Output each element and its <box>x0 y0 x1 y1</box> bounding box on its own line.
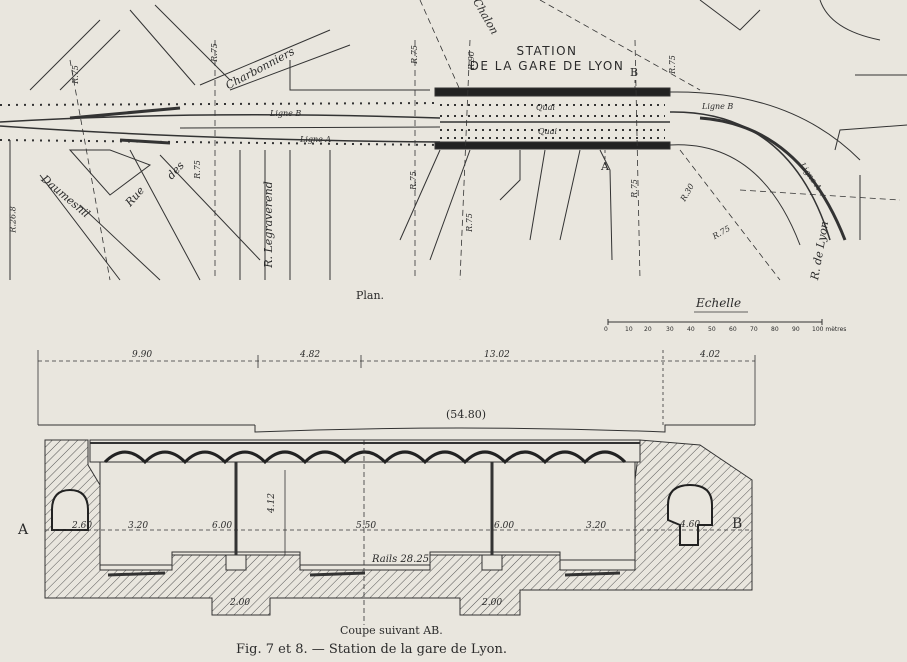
level-6: R.75 <box>192 160 202 179</box>
scale-tick-20: 20 <box>644 326 652 333</box>
station-title-line1: STATION <box>516 44 578 58</box>
bottom-dim-4: 6.00 <box>494 521 515 531</box>
scale-tick-40: 40 <box>687 326 695 333</box>
level-2: R.75 <box>209 43 219 62</box>
scale-tick-30: 30 <box>666 326 674 333</box>
level-3: R.75 <box>409 45 419 64</box>
scale-tick-80: 80 <box>771 326 779 333</box>
section-label: Coupe suivant AB. <box>340 624 443 637</box>
scale-tick-100: 100 mètres <box>812 326 847 333</box>
level-9: R.75 <box>464 213 474 232</box>
top-dim-2: 13.02 <box>484 350 510 360</box>
quai-label-lower: Quai <box>538 127 558 136</box>
scale-tick-70: 70 <box>750 326 758 333</box>
figure-caption: Fig. 7 et 8. — Station de la gare de Lyo… <box>236 642 508 657</box>
bottom-dim-6: 4.60 <box>680 520 701 530</box>
level-4: R.90 <box>466 51 476 70</box>
bottom-dim-0: 2.60 <box>72 521 93 531</box>
scale-tick-10: 10 <box>625 326 633 333</box>
plan-marker-a: A <box>601 160 609 173</box>
ligne-a-label-left: Ligne A <box>300 135 332 144</box>
total-width: (54.80) <box>446 408 487 421</box>
scale-tick-50: 50 <box>708 326 716 333</box>
level-7: R.75 <box>408 171 418 190</box>
height-dim: 4.12 <box>267 492 278 514</box>
section-line-ab <box>604 80 636 165</box>
bottom-dim-5: 3.20 <box>586 521 607 531</box>
station-title-line2: DE LA GARE DE LYON <box>469 59 625 73</box>
sump-dim-1: 2.00 <box>482 598 503 608</box>
bottom-dim-3: 5.50 <box>356 521 377 531</box>
bottom-dim-2: 6.00 <box>212 521 233 531</box>
level-0: R.26.8 <box>8 206 18 233</box>
scale-tick-60: 60 <box>729 326 737 333</box>
top-dim-3: 4.02 <box>700 350 721 360</box>
ligne-b-label-right: Ligne B <box>702 102 734 111</box>
top-dim-1: 4.82 <box>300 350 321 360</box>
rails-level: Rails 28.25 <box>372 554 430 565</box>
scale-title: Echelle <box>696 296 742 310</box>
level-1: R.75 <box>70 65 80 84</box>
plan-drawing <box>0 0 907 325</box>
section-marker-b: B <box>732 516 743 532</box>
level-5: R.75 <box>667 55 677 74</box>
scale-tick-0: 0 <box>604 326 608 333</box>
section-marker-a: A <box>18 522 29 538</box>
quai-label-upper: Quai <box>536 103 556 112</box>
section-drawing <box>37 350 756 625</box>
station-title: STATION DE LA GARE DE LYON <box>462 44 632 74</box>
plan-marker-b: B <box>630 66 639 79</box>
ligne-b-label-left: Ligne B <box>270 109 302 118</box>
plan-label: Plan. <box>356 289 385 302</box>
sump-dim-0: 2.00 <box>230 598 251 608</box>
scale-tick-90: 90 <box>792 326 800 333</box>
level-10: R.75 <box>629 179 639 198</box>
top-dim-0: 9.90 <box>132 350 153 360</box>
bottom-dim-1: 3.20 <box>128 521 149 531</box>
street-legraverend: R. Legraverend <box>261 181 275 268</box>
